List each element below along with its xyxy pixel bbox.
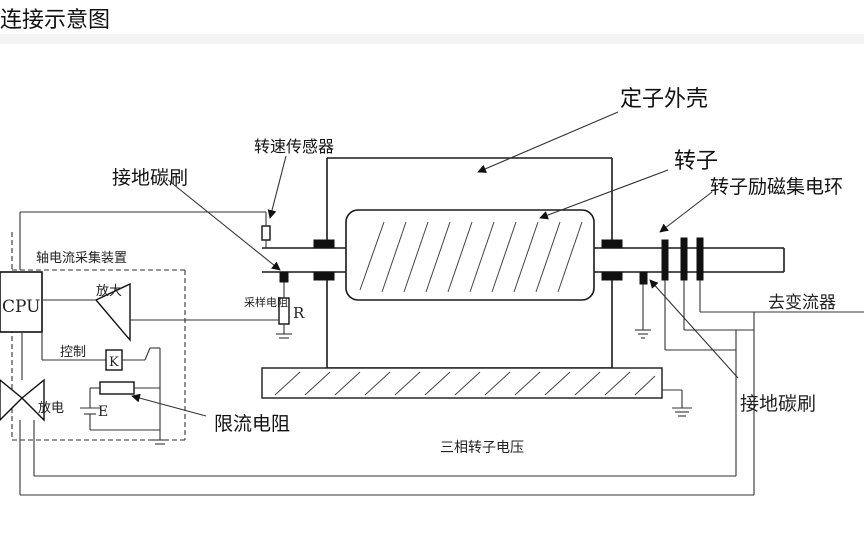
label-sample-resistor: 采样电阻 bbox=[244, 295, 288, 309]
annotation-arrows bbox=[131, 111, 739, 417]
foundation bbox=[261, 367, 692, 417]
label-source-e: E bbox=[98, 404, 108, 420]
label-relay-k: K bbox=[109, 355, 119, 370]
relay-k bbox=[41, 332, 161, 400]
left-ground-brush bbox=[155, 271, 292, 339]
label-ground-brush-left: 接地碳刷 bbox=[112, 167, 188, 189]
slip-rings bbox=[661, 237, 704, 281]
limit-resistor-circuit bbox=[80, 381, 168, 445]
label-discharge: 放电 bbox=[38, 401, 64, 416]
label-resistor-r: R bbox=[293, 304, 305, 322]
label-cpu: CPU bbox=[2, 297, 40, 317]
label-ground-brush-right: 接地碳刷 bbox=[740, 393, 816, 415]
amplifier bbox=[42, 282, 155, 342]
label-to-converter: 去变流器 bbox=[768, 293, 836, 313]
label-control: 控制 bbox=[60, 345, 86, 360]
rotor-body bbox=[345, 209, 595, 301]
discharge-element bbox=[0, 332, 45, 422]
label-collector: 轴电流采集装置 bbox=[36, 250, 127, 266]
converter-wires bbox=[19, 280, 864, 496]
right-ground-brush bbox=[635, 271, 651, 339]
label-speed-sensor: 转速传感器 bbox=[254, 137, 334, 156]
label-slip-ring: 转子励磁集电环 bbox=[710, 176, 843, 198]
label-amplify: 放大 bbox=[96, 284, 122, 299]
label-rotor: 转子 bbox=[674, 149, 718, 174]
speed-sensor-device bbox=[19, 211, 271, 270]
cpu-box bbox=[0, 271, 43, 333]
label-current-limit-resistor: 限流电阻 bbox=[214, 413, 290, 435]
top-strip bbox=[0, 34, 864, 44]
bearing-blocks bbox=[313, 239, 623, 281]
label-three-phase-voltage: 三相转子电压 bbox=[440, 440, 524, 456]
label-stator-shell: 定子外壳 bbox=[620, 87, 708, 112]
page-title: 连接示意图 bbox=[0, 8, 111, 33]
